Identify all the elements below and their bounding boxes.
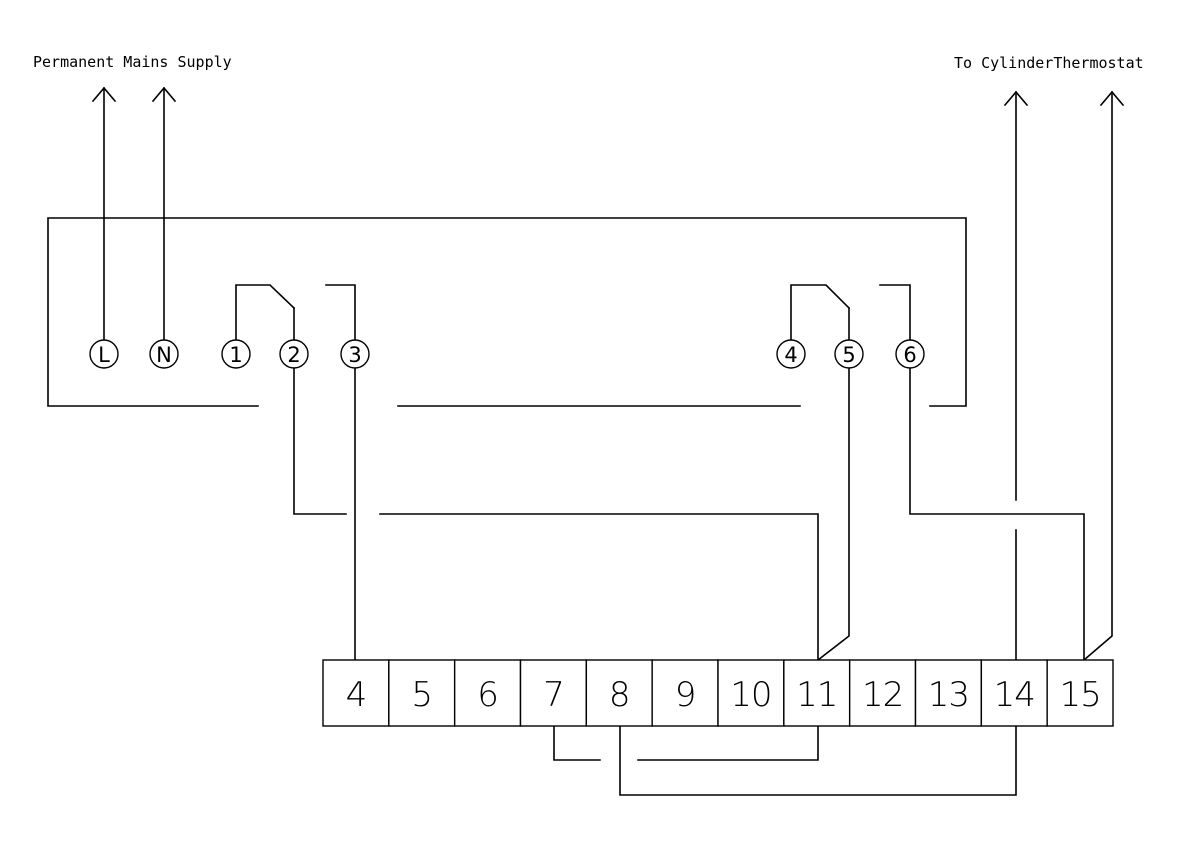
programmer-terminal-4: 4	[776, 339, 806, 369]
strip-terminal-box	[783, 659, 851, 727]
mains-supply-label: Permanent Mains Supply	[33, 53, 232, 71]
wire-terminal-6-to-strip-15	[909, 367, 1085, 661]
terminal-label: N	[156, 343, 172, 367]
terminal-label: 2	[287, 343, 300, 367]
terminal-circle	[776, 339, 806, 369]
terminal-circle	[895, 339, 925, 369]
terminal-circle	[834, 339, 864, 369]
terminal-circle	[340, 339, 370, 369]
strip-terminal-number: 13	[928, 675, 969, 715]
strip-terminal-8: 8	[585, 659, 653, 727]
strip-terminal-number: 10	[730, 675, 771, 715]
terminal-label: 5	[842, 343, 855, 367]
programmer-terminal-2: 2	[279, 339, 309, 369]
strip-terminal-number: 14	[994, 675, 1035, 715]
strip-terminal-15: 15	[1046, 659, 1114, 727]
terminal-label: 1	[229, 343, 242, 367]
strip-terminal-9: 9	[651, 659, 719, 727]
terminal-circle	[89, 339, 119, 369]
strip-terminal-number: 15	[1059, 675, 1100, 715]
strip-terminal-number: 7	[543, 675, 564, 715]
terminal-circle	[279, 339, 309, 369]
strip-terminal-5: 5	[388, 659, 456, 727]
programmer-terminal-3: 3	[340, 339, 370, 369]
strip-terminal-box	[651, 659, 719, 727]
strip-terminal-number: 4	[346, 675, 367, 715]
link-7-to-11	[553, 725, 819, 761]
switch-2	[790, 284, 911, 341]
mains-supply-wires	[91, 86, 177, 341]
strip-terminal-box	[322, 659, 390, 727]
terminal-label: L	[98, 343, 110, 367]
cylinder-thermostat-label: To CylinderThermostat	[954, 54, 1144, 72]
terminal-label: 3	[348, 343, 361, 367]
programmer-terminal-l: L	[89, 339, 119, 369]
strip-terminal-number: 8	[609, 675, 630, 715]
strip-terminal-box	[848, 659, 917, 727]
wire-terminal-5-to-strip-11	[816, 367, 850, 662]
strip-terminal-box	[914, 659, 983, 727]
terminal-strip: 4 5 6 7 8 9 10 11 12 13 14 15	[322, 659, 1114, 727]
programmer-enclosure	[47, 217, 967, 407]
strip-terminal-7: 7	[519, 659, 588, 727]
neutral-supply-arrow	[151, 86, 177, 103]
strip-terminal-number: 6	[477, 675, 498, 715]
programmer-terminal-n: N	[149, 339, 179, 369]
strip-terminal-4: 4	[322, 659, 390, 727]
strip-terminal-10: 10	[717, 659, 785, 727]
link-8-to-14	[619, 725, 1017, 796]
interconnect-wires	[293, 367, 1085, 662]
strip-terminal-number: 11	[796, 675, 837, 715]
programmer-terminal-1: 1	[221, 339, 251, 369]
strip-terminal-box	[980, 659, 1048, 727]
thermostat-arrow-a	[1003, 90, 1029, 107]
switch-1	[235, 284, 356, 341]
strip-terminal-11: 11	[783, 659, 851, 727]
strip-terminal-box	[453, 659, 522, 727]
strip-terminal-number: 5	[411, 675, 432, 715]
strip-terminal-box	[1046, 659, 1114, 727]
programmer-terminals: L N 1 2 3 4 5 6	[89, 339, 925, 369]
cylinder-thermostat-wires	[1003, 90, 1125, 662]
programmer-terminal-5: 5	[834, 339, 864, 369]
strip-terminal-box	[717, 659, 785, 727]
bottom-links	[553, 725, 1017, 796]
strip-terminal-box	[585, 659, 653, 727]
terminal-circle	[221, 339, 251, 369]
wire-terminal-2-to-strip-11	[293, 367, 819, 661]
strip-terminal-14: 14	[980, 659, 1048, 727]
terminal-label: 4	[784, 343, 797, 367]
terminal-label: 6	[903, 343, 916, 367]
strip-terminal-number: 9	[675, 675, 696, 715]
programmer-terminal-6: 6	[895, 339, 925, 369]
terminal-circle	[149, 339, 179, 369]
live-supply-arrow	[91, 86, 117, 103]
strip-terminal-6: 6	[453, 659, 522, 727]
strip-terminal-13: 13	[914, 659, 983, 727]
thermostat-arrow-b	[1099, 90, 1125, 107]
strip-terminal-number: 12	[862, 675, 903, 715]
strip-terminal-12: 12	[848, 659, 917, 727]
thermostat-wire-b	[1082, 91, 1113, 662]
strip-terminal-box	[388, 659, 456, 727]
